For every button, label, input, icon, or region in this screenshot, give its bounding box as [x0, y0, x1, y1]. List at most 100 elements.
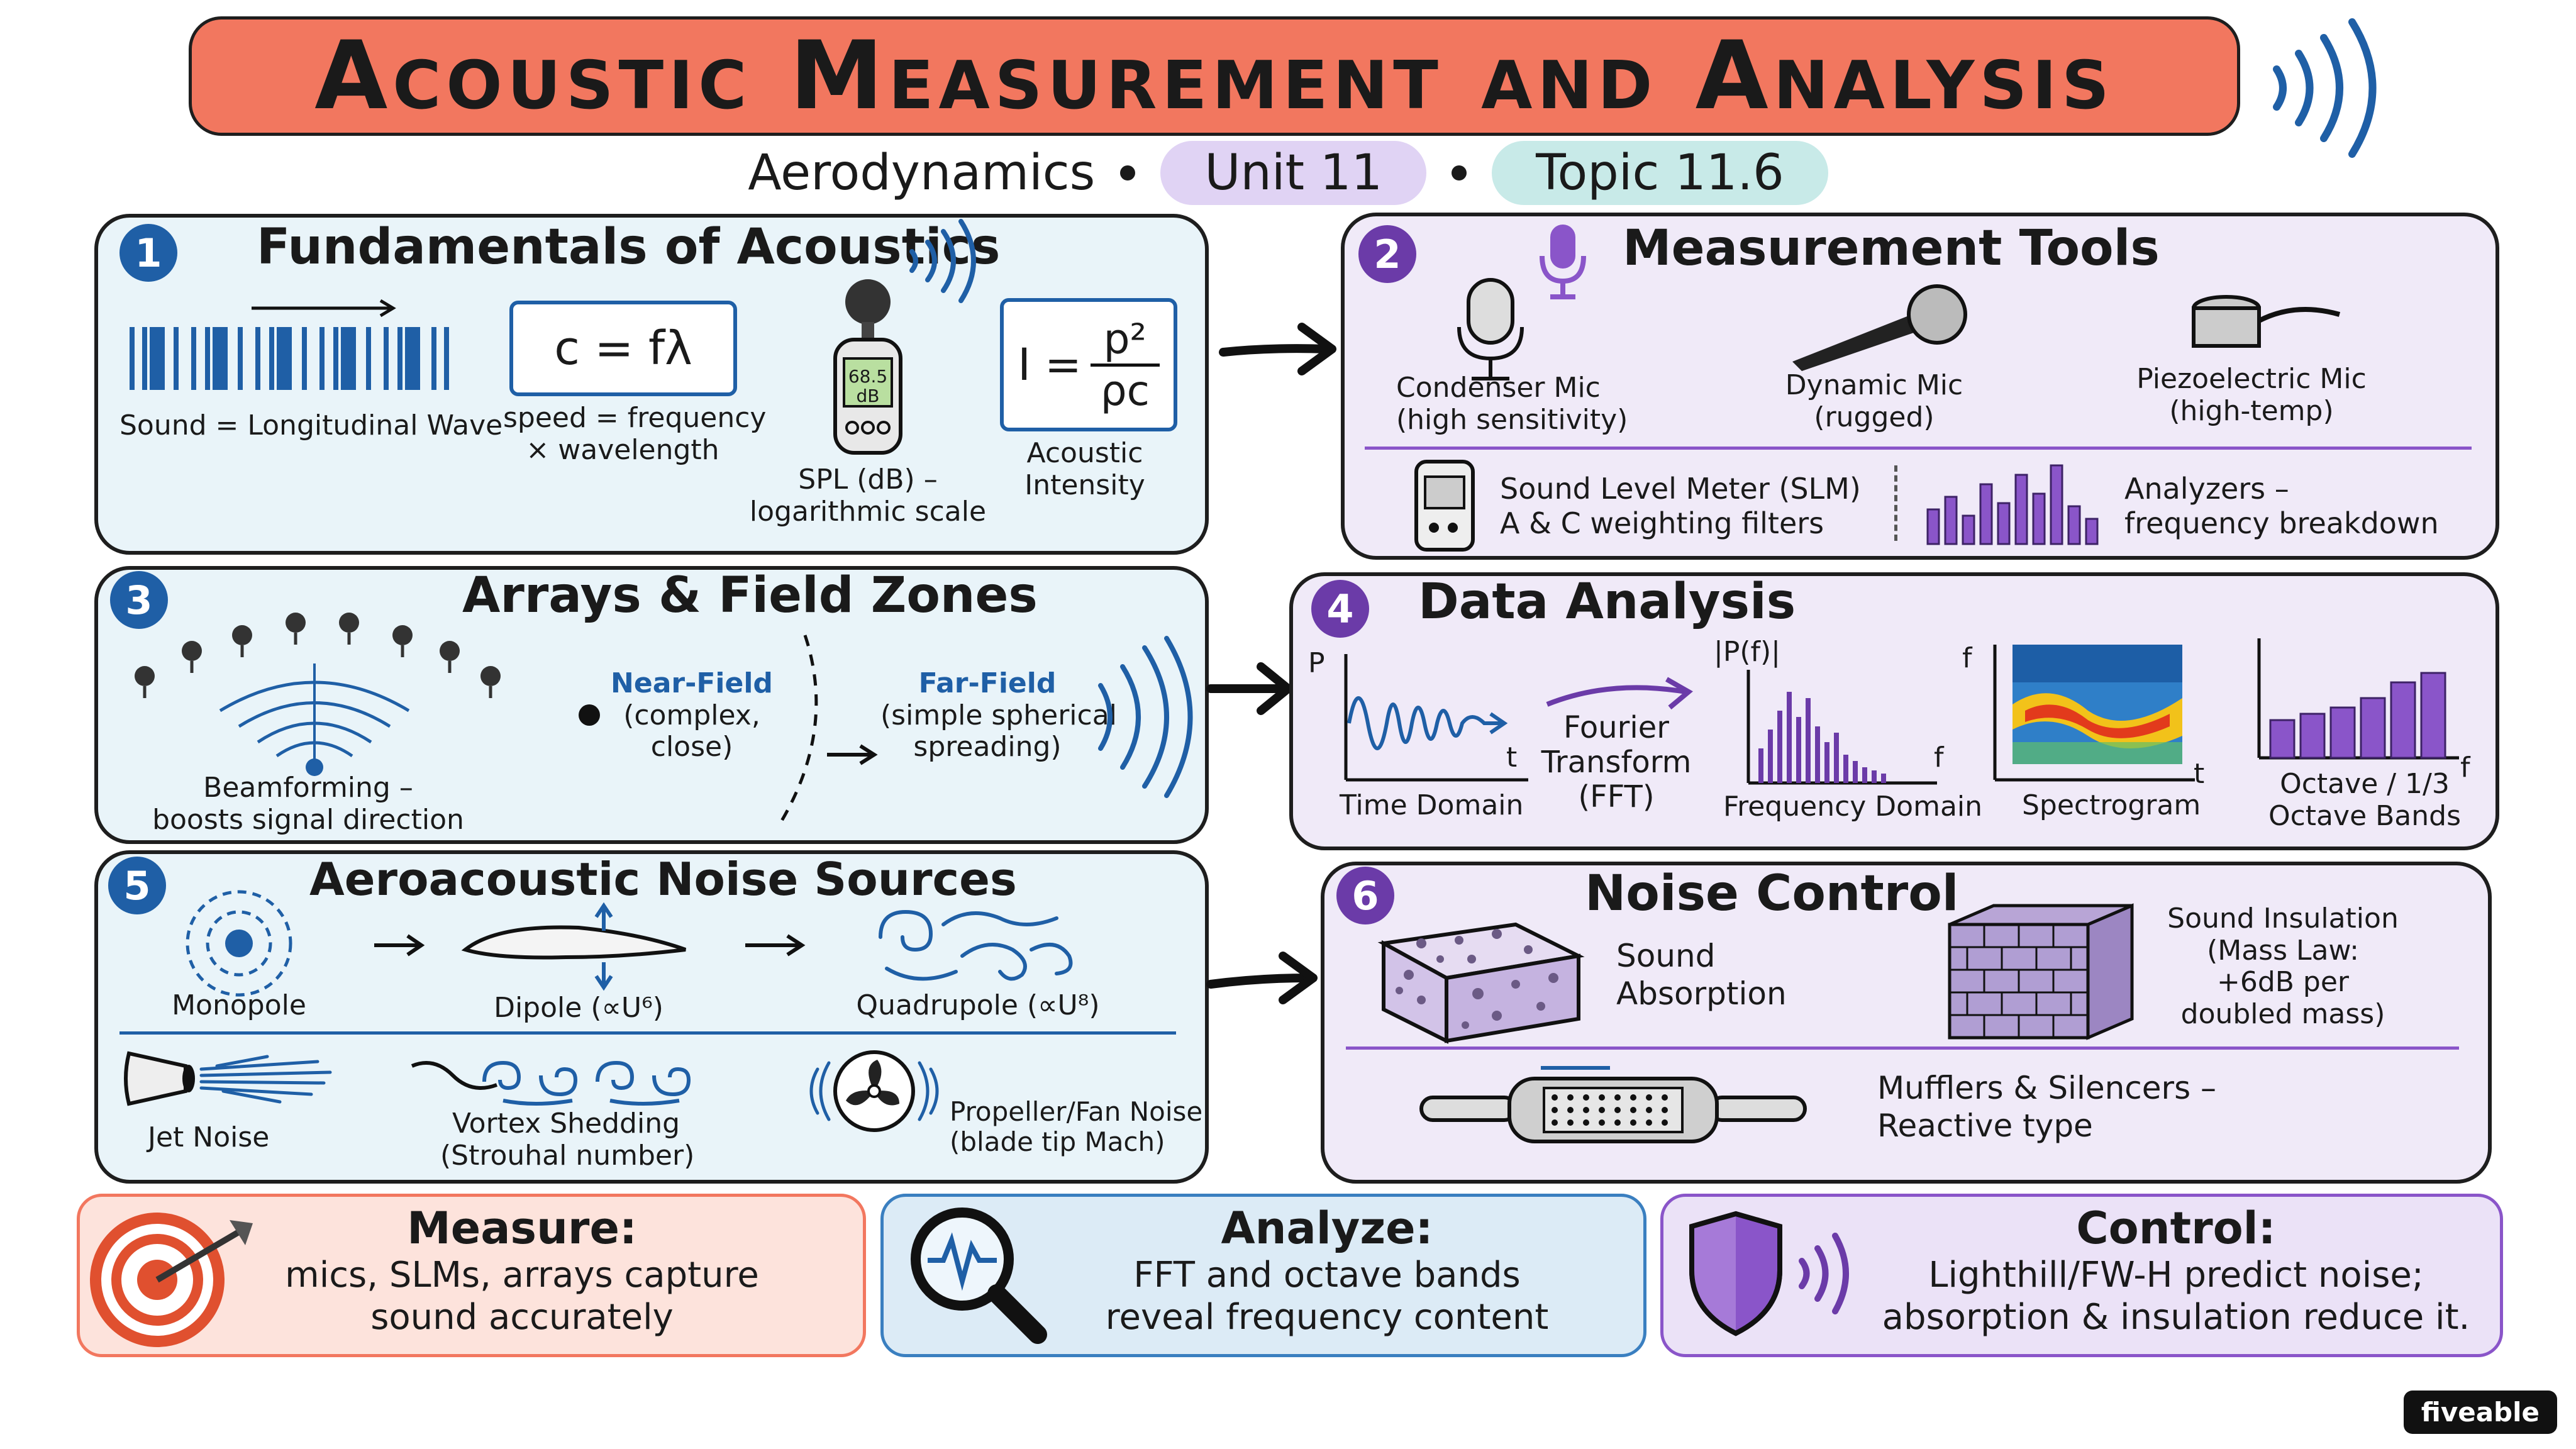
caption-line: Mufflers & Silencers – — [1877, 1070, 2217, 1106]
slm-label: Sound Level Meter (SLM) A & C weighting … — [1500, 472, 1861, 541]
panel-number-badge: 5 — [108, 857, 166, 914]
caption-line: Piezoelectric Mic — [2136, 363, 2367, 395]
caption-line: Absorption — [1616, 975, 1787, 1012]
spec-x-label: t — [2194, 758, 2205, 790]
shield-icon — [1689, 1211, 1849, 1336]
section-divider — [119, 1031, 1176, 1035]
fourier-arrow-icon — [1546, 677, 1693, 710]
caption-line: (simple spherical — [880, 699, 1117, 731]
wave-equation-box: c = fλ — [509, 301, 737, 396]
arrow-icon — [745, 934, 806, 957]
panel-number-badge: 6 — [1336, 867, 1394, 924]
section-divider — [1365, 447, 2472, 450]
far-field-title: Far-Field — [918, 667, 1057, 699]
flow-arrow-icon — [1219, 323, 1336, 375]
caption-line: Octave / 1/3 — [2280, 768, 2450, 800]
summary-title: Analyze: — [1221, 1202, 1433, 1254]
caption-line: (rugged) — [1814, 401, 1935, 433]
summary-line: absorption & insulation reduce it. — [1882, 1297, 2470, 1338]
summary-control — [1660, 1194, 2503, 1357]
sound-level-meter-icon — [833, 279, 902, 455]
caption-line: (FFT) — [1578, 779, 1655, 815]
caption-line: (Mass Law: — [2207, 934, 2359, 967]
time-y-label: P — [1308, 647, 1325, 679]
caption-line: Octave Bands — [2268, 799, 2462, 832]
sound-waves-icon — [909, 219, 976, 303]
time-domain-label: Time Domain — [1340, 789, 1524, 821]
dynamic-mic-label: Dynamic Mic (rugged) — [1780, 369, 1968, 433]
quadrupole-swirl-icon — [879, 909, 1073, 981]
caption-line: doubled mass) — [2180, 997, 2385, 1030]
caption-line: (blade tip Mach) — [950, 1126, 1165, 1158]
fraction-numerator: p² — [1103, 314, 1146, 364]
octave-bands-label: Octave / 1/3 Octave Bands — [2264, 768, 2465, 832]
caption-line: Sound — [1616, 938, 1716, 974]
spl-label: SPL (dB) – logarithmic scale — [742, 464, 994, 528]
time-x-label: t — [1506, 741, 1518, 774]
panel-title: Noise Control — [1585, 865, 1959, 922]
separator-dot — [1452, 165, 1467, 180]
intensity-fraction: p² ρc — [1090, 314, 1160, 415]
frequency-domain-plot — [1746, 670, 1937, 785]
caption-line: Fourier — [1563, 710, 1670, 745]
absorption-label: Sound Absorption — [1616, 937, 1787, 1013]
propeller-fan-icon — [809, 1050, 939, 1132]
monopole-icon — [186, 890, 292, 997]
caption-line: spreading) — [913, 731, 1062, 763]
freq-y-label: |P(f)| — [1714, 636, 1781, 668]
dynamic-mic-icon — [1792, 284, 1967, 371]
summary-line: sound accurately — [370, 1297, 674, 1338]
longitudinal-wave-icon — [130, 299, 449, 390]
panel-number-badge: 1 — [119, 224, 177, 282]
dashed-divider — [1894, 465, 1897, 541]
meter-reading: 68.5 — [848, 366, 888, 387]
caption-line: Condenser Mic — [1396, 372, 1601, 404]
spectrogram-plot — [1993, 645, 2195, 782]
summary-analyze-text: Analyze: FFT and octave bands reveal fre… — [1057, 1202, 1597, 1338]
condenser-mic-label: Condenser Mic (high sensitivity) — [1396, 372, 1628, 436]
near-field-title: Near-Field — [611, 667, 773, 699]
caption-line: SPL (dB) – — [798, 464, 938, 496]
caption-line: boosts signal direction — [152, 803, 464, 836]
jet-nozzle-icon — [124, 1051, 332, 1106]
vortex-shedding-label: Vortex Shedding (Strouhal number) — [440, 1108, 695, 1172]
beamforming-array-icon — [135, 613, 501, 776]
caption-line: speed = frequency — [503, 402, 767, 434]
caption-line: × wavelength — [526, 433, 719, 466]
caption-line: Reactive type — [1877, 1108, 2093, 1144]
meter-display: 68.5 dB — [844, 367, 892, 406]
subject-label: Aerodynamics — [748, 145, 1096, 201]
piezoelectric-mic-icon — [2192, 295, 2341, 348]
panel-title: Fundamentals of Acoustics — [257, 219, 1001, 275]
summary-line: Lighthill/FW-H predict noise; — [1928, 1255, 2424, 1296]
panel-title: Aeroacoustic Noise Sources — [309, 853, 1017, 906]
piezoelectric-mic-label: Piezoelectric Mic (high-temp) — [2126, 363, 2377, 427]
propeller-label: Propeller/Fan Noise (blade tip Mach) — [950, 1096, 1202, 1158]
sound-waves-icon — [2273, 18, 2377, 158]
magnifying-glass-icon — [911, 1208, 1047, 1344]
microphone-icon — [1540, 225, 1586, 299]
near-field-label: Near-Field (complex, close) — [604, 667, 780, 763]
spherical-waves-icon — [1098, 636, 1193, 798]
separator-dot — [1120, 165, 1136, 180]
fourier-label: Fourier Transform (FFT) — [1535, 710, 1698, 815]
caption-line: +6dB per — [2216, 966, 2350, 999]
panel-title: Arrays & Field Zones — [462, 567, 1038, 624]
spec-y-label: f — [1962, 642, 1972, 674]
meter-unit: dB — [856, 385, 880, 406]
caption-line: (Strouhal number) — [440, 1139, 695, 1172]
wave-equation-caption: speed = frequency × wavelength — [503, 402, 767, 466]
muffler-label: Mufflers & Silencers – Reactive type — [1877, 1069, 2216, 1145]
caption-line: A & C weighting filters — [1500, 506, 1824, 541]
topic-pill: Topic 11.6 — [1492, 141, 1828, 205]
caption-line: logarithmic scale — [749, 495, 987, 528]
caption-line: Sound Level Meter (SLM) — [1500, 472, 1861, 506]
panel-noise-sources — [94, 850, 1209, 1184]
page-title: Acoustic Measurement and Analysis — [314, 21, 2114, 131]
intensity-equation-box: I = p² ρc — [1000, 298, 1177, 431]
section-divider — [1346, 1046, 2459, 1050]
summary-line: reveal frequency content — [1105, 1297, 1549, 1338]
caption-line: (complex, — [623, 699, 760, 731]
source-dot — [579, 704, 600, 726]
caption-line: Sound Insulation — [2167, 902, 2399, 935]
